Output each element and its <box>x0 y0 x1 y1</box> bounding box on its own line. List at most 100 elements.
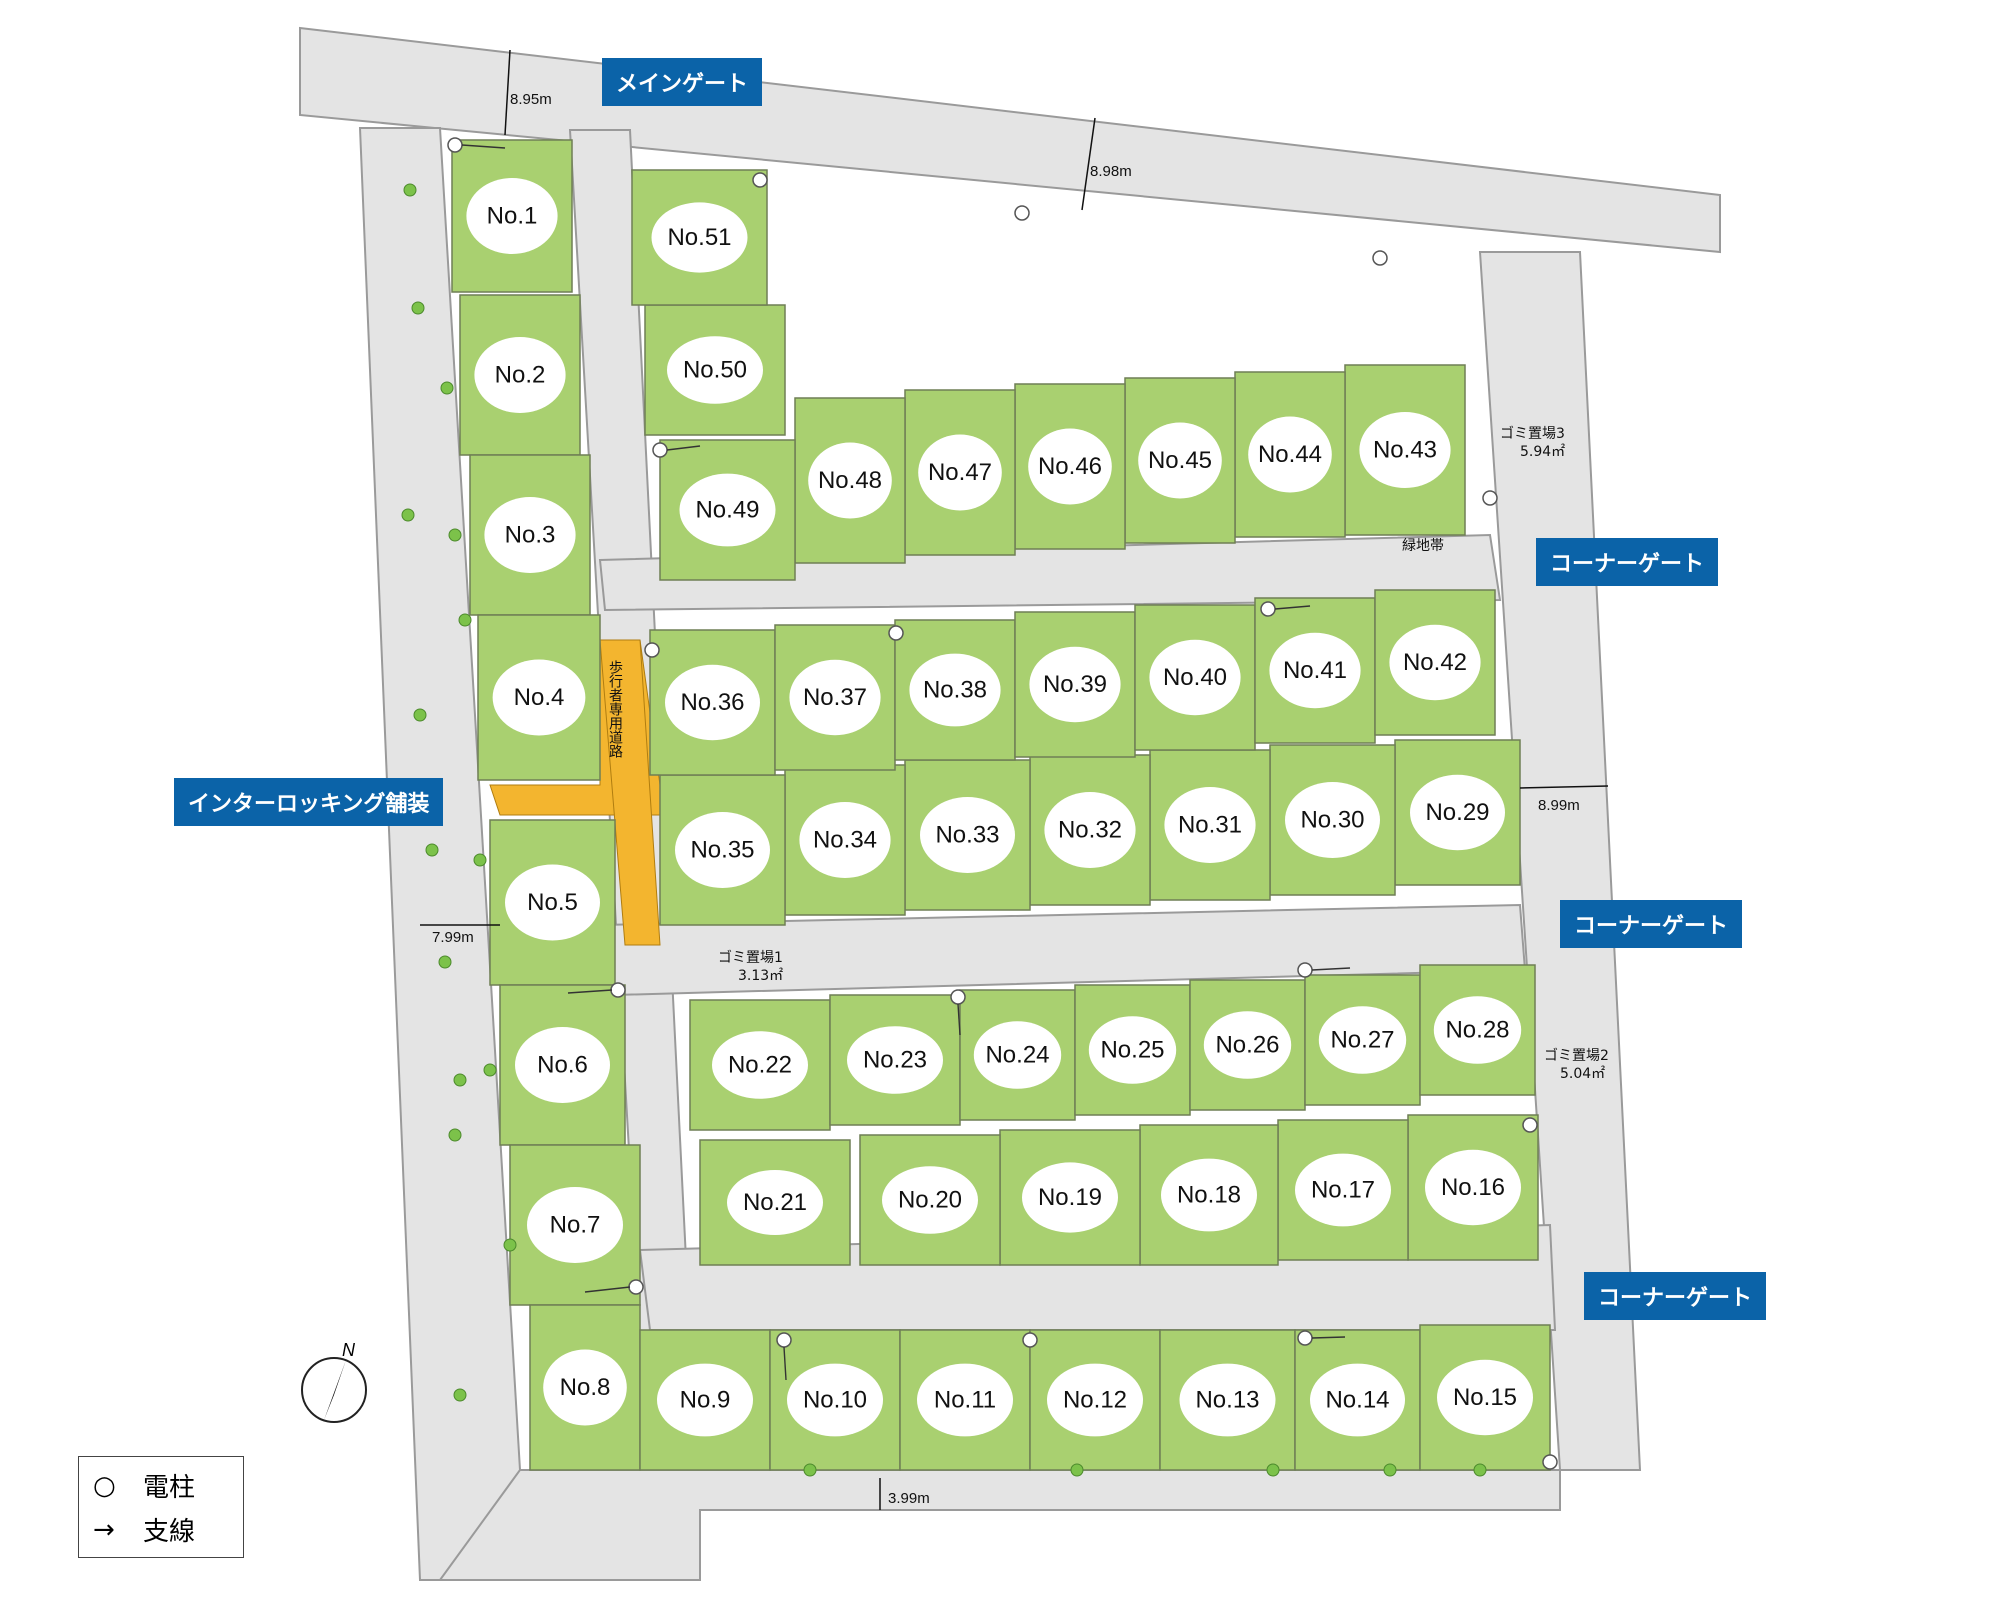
lot-label: No.37 <box>803 684 867 711</box>
lot-label-bg <box>787 1363 883 1437</box>
lot-8[interactable]: No.8 <box>529 1304 641 1471</box>
lot-20[interactable]: No.20 <box>859 1134 1001 1266</box>
lot-14[interactable]: No.14 <box>1294 1329 1421 1471</box>
lot-5[interactable]: No.5 <box>489 819 616 986</box>
lot-50[interactable]: No.50 <box>644 304 786 436</box>
lot-40[interactable]: No.40 <box>1134 604 1256 751</box>
lot-6[interactable]: No.6 <box>499 984 626 1146</box>
lot-13[interactable]: No.13 <box>1159 1329 1296 1471</box>
lot-label-bg <box>484 497 576 573</box>
lot-parcel <box>699 1139 851 1266</box>
lot-label-bg <box>492 659 586 736</box>
lot-38[interactable]: No.38 <box>894 619 1016 761</box>
dim-bottom: 3.99m <box>888 1490 930 1507</box>
lot-label-bg <box>1410 774 1505 851</box>
lot-10[interactable]: No.10 <box>769 1329 901 1471</box>
lot-39[interactable]: No.39 <box>1014 611 1136 758</box>
lot-30[interactable]: No.30 <box>1269 744 1396 896</box>
lot-41[interactable]: No.41 <box>1254 597 1376 744</box>
dimension-lines <box>420 49 1609 1510</box>
lot-label: No.12 <box>1063 1386 1127 1413</box>
lot-label: No.36 <box>680 689 744 716</box>
lot-16[interactable]: No.16 <box>1407 1114 1539 1261</box>
lot-47[interactable]: No.47 <box>904 389 1016 556</box>
corner-gate-label-3: コーナーゲート <box>1584 1272 1767 1320</box>
lot-48[interactable]: No.48 <box>794 397 906 564</box>
lot-9[interactable]: No.9 <box>639 1329 771 1471</box>
lot-11[interactable]: No.11 <box>899 1329 1031 1471</box>
lot-19[interactable]: No.19 <box>999 1129 1141 1266</box>
lot-label-bg <box>1437 1359 1533 1436</box>
lot-3[interactable]: No.3 <box>469 454 591 616</box>
trees <box>401 183 1487 1477</box>
lot-49[interactable]: No.49 <box>659 439 796 581</box>
lot-34[interactable]: No.34 <box>784 764 906 916</box>
lot-18[interactable]: No.18 <box>1139 1124 1279 1266</box>
lot-label-bg <box>1203 1011 1292 1079</box>
lot-22[interactable]: No.22 <box>689 999 831 1131</box>
lot-label: No.51 <box>667 224 731 251</box>
lot-label: No.49 <box>695 496 759 523</box>
interlocking-label: インターロッキング舗装 <box>174 778 444 826</box>
lot-42[interactable]: No.42 <box>1374 589 1496 736</box>
lot-label: No.20 <box>898 1186 962 1213</box>
lot-17[interactable]: No.17 <box>1277 1119 1409 1261</box>
lot-label-bg <box>789 659 881 736</box>
lot-25[interactable]: No.25 <box>1074 984 1191 1116</box>
lot-31[interactable]: No.31 <box>1149 749 1271 901</box>
lot-45[interactable]: No.45 <box>1124 377 1236 544</box>
lot-label: No.38 <box>923 676 987 703</box>
lot-15[interactable]: No.15 <box>1419 1324 1551 1471</box>
lot-label: No.7 <box>550 1211 601 1238</box>
lot-32[interactable]: No.32 <box>1029 754 1151 906</box>
lot-label-bg <box>667 336 763 404</box>
lot-12[interactable]: No.12 <box>1029 1329 1161 1471</box>
lot-4[interactable]: No.4 <box>477 614 601 781</box>
lot-label: No.11 <box>934 1386 996 1413</box>
lot-label-bg <box>1269 632 1361 709</box>
lot-51[interactable]: No.51 <box>631 169 768 306</box>
lot-label-bg <box>1285 782 1380 858</box>
lot-label-bg <box>909 653 1001 727</box>
lot-27[interactable]: No.27 <box>1304 974 1421 1106</box>
lot-35[interactable]: No.35 <box>659 774 786 926</box>
lot-46[interactable]: No.46 <box>1014 383 1126 550</box>
lot-label-bg <box>679 473 776 547</box>
lot-24[interactable]: No.24 <box>959 989 1076 1121</box>
lot-label-bg <box>1389 624 1481 701</box>
lot-label-bg <box>1044 792 1136 868</box>
lot-label: No.14 <box>1325 1386 1389 1413</box>
lot-label: No.26 <box>1215 1031 1279 1058</box>
lot-label: No.4 <box>514 684 565 711</box>
lot-label: No.30 <box>1300 806 1364 833</box>
lot-33[interactable]: No.33 <box>904 759 1031 911</box>
lot-label: No.45 <box>1148 447 1212 474</box>
lot-29[interactable]: No.29 <box>1394 739 1521 886</box>
lot-label-bg <box>847 1026 943 1094</box>
lot-28[interactable]: No.28 <box>1419 964 1536 1096</box>
lot-label: No.29 <box>1425 799 1489 826</box>
lot-label-bg <box>665 664 760 741</box>
lot-23[interactable]: No.23 <box>829 994 961 1126</box>
lot-26[interactable]: No.26 <box>1189 979 1306 1111</box>
lot-label: No.1 <box>487 202 538 229</box>
lot-7[interactable]: No.7 <box>509 1144 641 1306</box>
lot-44[interactable]: No.44 <box>1234 371 1346 538</box>
lot-label-bg <box>1047 1363 1143 1437</box>
lot-43[interactable]: No.43 <box>1344 364 1466 536</box>
lot-21[interactable]: No.21 <box>699 1139 851 1266</box>
guy-wires <box>461 144 1351 1381</box>
lot-1[interactable]: No.1 <box>451 139 573 293</box>
lot-36[interactable]: No.36 <box>649 629 776 776</box>
garbage-1-area: 3.13㎡ <box>738 968 783 984</box>
lot-label-bg <box>808 442 892 519</box>
lot-label-bg <box>1029 646 1121 723</box>
lot-37[interactable]: No.37 <box>774 624 896 771</box>
lot-2[interactable]: No.2 <box>459 294 581 456</box>
lot-label-bg <box>918 434 1002 511</box>
legend: ○ 電柱 → 支線 <box>78 1456 244 1558</box>
lot-label: No.40 <box>1163 664 1227 691</box>
dim-top-left: 8.95m <box>510 91 552 108</box>
